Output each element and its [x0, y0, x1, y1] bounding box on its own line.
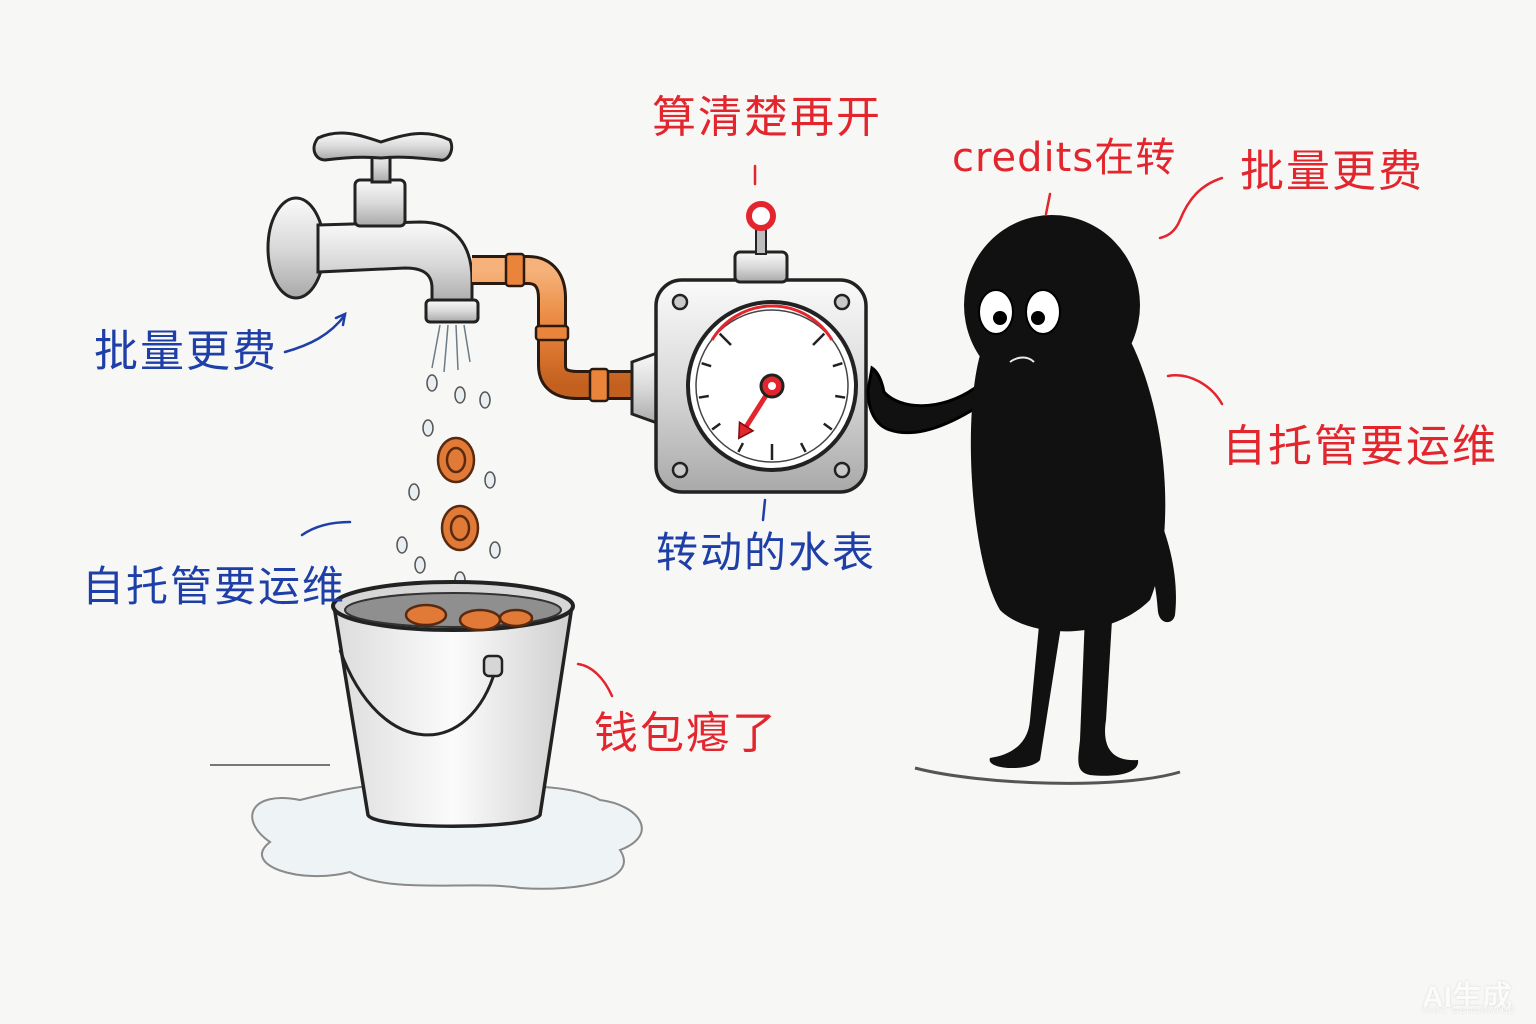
line-credits	[1044, 192, 1052, 216]
faucet-wall-flange	[266, 196, 326, 300]
ground-shadow-figure	[914, 766, 1181, 785]
label-spinning-meter: 转动的水表	[656, 528, 877, 577]
line-selfhost-left	[300, 520, 352, 537]
label-credits-running: credits在转	[952, 135, 1177, 181]
meter-screws	[671, 293, 851, 479]
red-knob-icon	[746, 201, 776, 231]
figure-frown	[1009, 356, 1035, 363]
figure-arm	[866, 365, 999, 435]
line-batch-right	[1158, 176, 1224, 240]
gauge-dial-inner-ring	[695, 309, 849, 463]
faucet-handle-icon	[312, 131, 454, 162]
watermark-sub: AIGC GENERATED	[1422, 1005, 1516, 1015]
falling-coins	[436, 436, 480, 552]
copper-pipe	[472, 252, 640, 403]
line-wallet	[576, 662, 614, 698]
gauge-red-arc	[710, 304, 834, 341]
gauge-tick	[698, 394, 709, 399]
black-figure-body	[970, 340, 1166, 632]
water-drops	[396, 374, 501, 589]
faucet-nozzle	[424, 298, 480, 324]
label-batch-expensive-right: 批量更费	[1240, 146, 1424, 197]
faucet-body	[316, 220, 474, 307]
label-batch-expensive-left: 批量更费	[94, 326, 278, 377]
black-figure-right-arm	[1130, 480, 1176, 623]
bucket-handle	[338, 649, 498, 737]
gauge-tick	[799, 442, 807, 453]
label-wallet-empty: 钱包瘪了	[594, 708, 778, 759]
arrow-to-faucet	[283, 313, 347, 354]
bucket-body	[331, 604, 575, 828]
coin-icon	[436, 436, 476, 484]
bucket-handle-ear	[482, 654, 504, 678]
line-selfhost-right	[1166, 374, 1224, 406]
ai-generated-watermark: AI生成 AIGC GENERATED	[1418, 972, 1530, 1018]
gauge-tick	[718, 332, 732, 346]
bucket-coins	[404, 603, 534, 632]
gauge-needle-arrow-icon	[737, 420, 755, 440]
gauge-tick	[823, 422, 833, 431]
gauge-tick	[812, 332, 826, 346]
gauge-tick	[835, 394, 846, 399]
coin-icon	[440, 504, 480, 552]
faucet-stem	[353, 178, 407, 228]
meter-top-cap	[733, 250, 789, 284]
gauge-tick	[711, 422, 721, 431]
black-figure-left-leg	[989, 615, 1062, 769]
line-meter	[761, 498, 767, 522]
label-calc-first: 算清楚再开	[652, 92, 882, 143]
coin-icon	[498, 608, 534, 628]
figure-right-eye-icon	[1025, 289, 1061, 335]
coin-icon	[458, 608, 502, 632]
gauge-ticks	[698, 332, 846, 460]
black-figure-right-leg	[1078, 615, 1139, 776]
figure-left-eye-icon	[978, 289, 1014, 335]
gauge-tick	[701, 361, 712, 368]
gauge-hub-center	[768, 382, 776, 390]
water-stream	[431, 324, 471, 373]
annotation-lines	[283, 164, 1224, 698]
label-self-host-ops-right: 自托管要运维	[1222, 421, 1498, 472]
watermark-main: AI生成	[1422, 981, 1512, 1014]
gauge-tick	[832, 361, 843, 368]
gauge-tick	[737, 442, 745, 453]
label-self-host-ops-left: 自托管要运维	[82, 562, 347, 611]
coin-icon	[404, 603, 448, 627]
